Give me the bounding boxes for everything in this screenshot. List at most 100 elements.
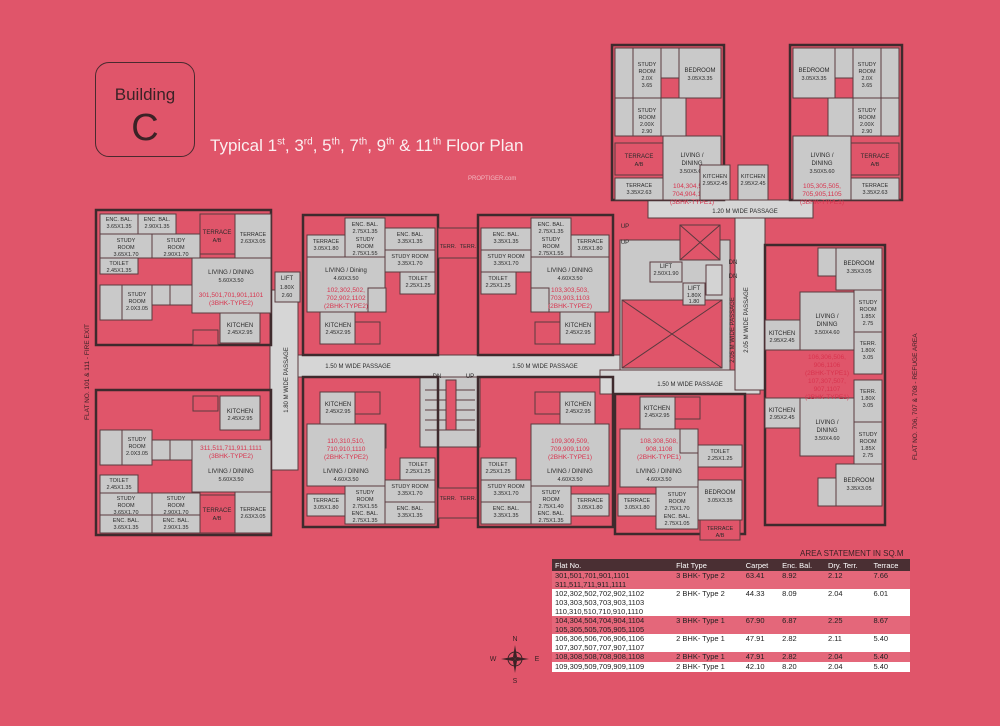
- svg-text:TERRACE: TERRACE: [313, 498, 340, 504]
- svg-text:STUDY: STUDY: [858, 108, 877, 114]
- svg-text:ENC. BAL.: ENC. BAL.: [397, 506, 424, 512]
- svg-text:ENC. BAL.: ENC. BAL.: [397, 232, 424, 238]
- svg-text:STUDY: STUDY: [117, 496, 136, 502]
- svg-text:A/B: A/B: [213, 238, 222, 244]
- svg-text:KITCHEN: KITCHEN: [227, 323, 253, 329]
- svg-text:3.05X3.35: 3.05X3.35: [707, 498, 732, 504]
- svg-text:ENC. BAL.: ENC. BAL.: [664, 514, 691, 520]
- svg-text:ROOM: ROOM: [356, 497, 374, 503]
- svg-text:TOILET: TOILET: [488, 276, 508, 282]
- svg-text:TOILET: TOILET: [488, 462, 508, 468]
- svg-text:BEDROOM: BEDROOM: [843, 478, 874, 484]
- svg-text:ENC. BAL.: ENC. BAL.: [163, 518, 190, 524]
- svg-text:TERRACE: TERRACE: [625, 154, 654, 160]
- svg-text:TERRACE: TERRACE: [707, 526, 734, 532]
- svg-text:DINING: DINING: [812, 161, 833, 167]
- svg-text:LIFT: LIFT: [281, 276, 294, 282]
- flat-label-107: 107,307,507,: [808, 378, 846, 385]
- svg-text:KITCHEN: KITCHEN: [769, 408, 795, 414]
- svg-text:2.95X2.45: 2.95X2.45: [769, 415, 794, 421]
- corridor-left: [269, 289, 299, 471]
- svg-text:TERRACE: TERRACE: [203, 230, 232, 236]
- svg-text:(2BHK-TYPE1): (2BHK-TYPE1): [805, 370, 849, 377]
- svg-text:ENC. BAL.: ENC. BAL.: [144, 217, 171, 223]
- svg-text:2.45X1.35: 2.45X1.35: [106, 485, 131, 491]
- svg-text:2.75X1.35: 2.75X1.35: [352, 229, 377, 235]
- svg-text:A/B: A/B: [213, 516, 222, 522]
- flat-label-106: 106,306,506,: [808, 354, 846, 361]
- svg-text:DINING: DINING: [682, 161, 703, 167]
- svg-text:ROOM: ROOM: [859, 439, 877, 445]
- svg-text:KITCHEN: KITCHEN: [227, 409, 253, 415]
- svg-text:3.65X1.70: 3.65X1.70: [113, 510, 138, 516]
- compass-w: W: [490, 656, 497, 663]
- svg-text:3.65X1.35: 3.65X1.35: [113, 525, 138, 531]
- svg-text:ENC. BAL.: ENC. BAL.: [538, 511, 565, 517]
- svg-text:1.80X: 1.80X: [861, 348, 876, 354]
- svg-text:(2BHK-TYPE2): (2BHK-TYPE2): [324, 303, 368, 310]
- svg-text:STUDY: STUDY: [638, 62, 657, 68]
- svg-text:TERR.: TERR.: [440, 244, 457, 250]
- building-badge: Building C: [95, 62, 195, 157]
- svg-text:2.75X1.55: 2.75X1.55: [352, 251, 377, 257]
- svg-text:3.50X5.60: 3.50X5.60: [679, 169, 704, 175]
- svg-text:3.35X1.35: 3.35X1.35: [493, 239, 518, 245]
- svg-text:3.35X3.05: 3.35X3.05: [846, 269, 871, 275]
- svg-text:907,1107: 907,1107: [814, 386, 841, 393]
- svg-text:2.75X1.70: 2.75X1.70: [664, 506, 689, 512]
- svg-text:TERRACE: TERRACE: [577, 498, 604, 504]
- svg-text:LIVING / Dining: LIVING / Dining: [325, 268, 367, 274]
- svg-text:STUDY: STUDY: [117, 238, 136, 244]
- svg-text:TERR.: TERR.: [860, 341, 877, 347]
- flat-label-102: 102,302,502,: [327, 287, 365, 294]
- area-statement-table: Flat No. Flat Type Carpet Enc. Bal. Dry.…: [552, 559, 910, 672]
- svg-text:3.50X5.60: 3.50X5.60: [809, 169, 834, 175]
- svg-text:4.60X3.50: 4.60X3.50: [333, 276, 358, 282]
- up-label-3: UP: [621, 240, 629, 246]
- svg-text:1.80: 1.80: [689, 299, 700, 305]
- svg-text:2.45X2.95: 2.45X2.95: [325, 330, 350, 336]
- svg-text:(3BHK-TYPE2): (3BHK-TYPE2): [209, 300, 253, 307]
- svg-text:TERRACE: TERRACE: [577, 239, 604, 245]
- svg-text:ENC. BAL.: ENC. BAL.: [352, 511, 379, 517]
- svg-text:3.65X1.35: 3.65X1.35: [106, 224, 131, 230]
- svg-text:2.0X: 2.0X: [641, 76, 653, 82]
- svg-text:2.75X1.05: 2.75X1.05: [664, 521, 689, 527]
- svg-text:TOILET: TOILET: [408, 276, 428, 282]
- lift-3-size: 1.80X: [687, 293, 702, 299]
- page-title: Typical 1st, 3rd, 5th, 7th, 9th & 11th F…: [210, 136, 524, 155]
- svg-text:ROOM: ROOM: [542, 497, 560, 503]
- svg-text:3.65: 3.65: [642, 83, 653, 89]
- svg-text:710,910,1110: 710,910,1110: [327, 446, 366, 453]
- svg-text:2.25X1.25: 2.25X1.25: [405, 283, 430, 289]
- svg-text:ROOM: ROOM: [167, 245, 185, 251]
- svg-text:STUDY: STUDY: [128, 292, 147, 298]
- svg-text:(2BHK-TYPE2): (2BHK-TYPE2): [548, 303, 592, 310]
- svg-text:ROOM: ROOM: [117, 503, 135, 509]
- svg-text:STUDY ROOM: STUDY ROOM: [487, 254, 525, 260]
- svg-text:KITCHEN: KITCHEN: [741, 174, 765, 180]
- svg-text:3.05X1.80: 3.05X1.80: [624, 505, 649, 511]
- svg-text:STUDY: STUDY: [668, 492, 687, 498]
- svg-text:LIVING /: LIVING /: [815, 314, 838, 320]
- svg-text:STUDY: STUDY: [858, 62, 877, 68]
- svg-text:TERRACE: TERRACE: [240, 232, 267, 238]
- svg-text:TERR.: TERR.: [460, 496, 477, 502]
- compass-rose-icon: N S W E: [490, 636, 540, 684]
- svg-text:1.85X: 1.85X: [861, 314, 876, 320]
- flat-label-110: 110,310,510,: [327, 438, 365, 445]
- svg-text:5.60X3.50: 5.60X3.50: [218, 278, 243, 284]
- flat-label-104: 104,304,504,: [673, 183, 711, 190]
- svg-text:A/B: A/B: [716, 533, 725, 539]
- svg-text:2.90: 2.90: [862, 129, 873, 135]
- svg-text:2.90X1.35: 2.90X1.35: [163, 525, 188, 531]
- svg-text:TOILET: TOILET: [109, 261, 129, 267]
- svg-text:2.25X1.25: 2.25X1.25: [485, 469, 510, 475]
- svg-text:STUDY ROOM: STUDY ROOM: [391, 254, 429, 260]
- svg-text:LIVING / DINING: LIVING / DINING: [636, 469, 682, 475]
